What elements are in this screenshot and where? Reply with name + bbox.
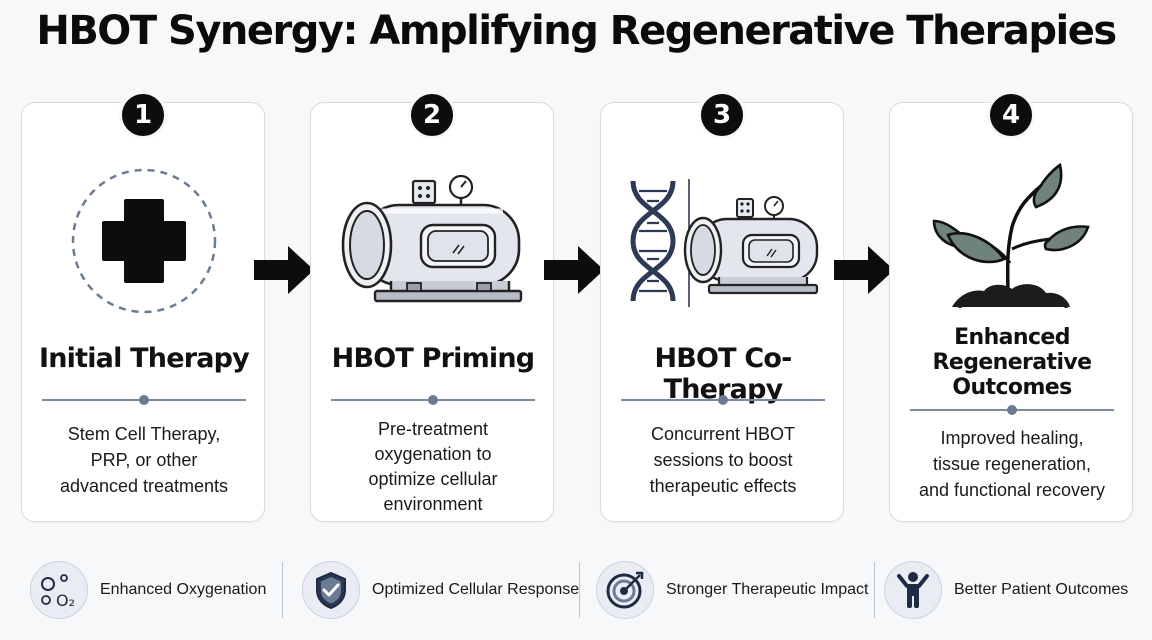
oxygen-symbol-text: O₂ bbox=[56, 591, 75, 610]
page-title: HBOT Synergy: Amplifying Regenerative Th… bbox=[36, 8, 1117, 54]
benefit-separator bbox=[579, 562, 580, 618]
step-divider bbox=[331, 395, 535, 405]
step-title: HBOT Priming bbox=[331, 343, 535, 374]
step-number-badge: 1 bbox=[119, 91, 167, 139]
benefit-label: Optimized Cellular Response bbox=[372, 581, 580, 598]
benefit-item: Better Patient Outcomes bbox=[884, 558, 1128, 622]
flow-arrow-icon bbox=[834, 246, 894, 294]
benefit-separator bbox=[282, 562, 283, 618]
sprouting-plant-icon bbox=[932, 163, 1090, 308]
step-divider bbox=[621, 395, 825, 405]
benefit-item: Stronger Therapeutic Impact bbox=[596, 558, 868, 622]
benefit-item: O₂ Enhanced Oxygenation bbox=[30, 558, 266, 622]
benefit-item: Optimized Cellular Response bbox=[302, 558, 579, 622]
step-card-4: 4 Enhanced Regenerative Outcomes Improve… bbox=[889, 91, 1133, 522]
medical-cross-icon bbox=[71, 168, 217, 314]
benefit-label: Better Patient Outcomes bbox=[954, 581, 1129, 598]
step-number-badge: 3 bbox=[698, 91, 746, 139]
step-description: Stem Cell Therapy, PRP, or other advance… bbox=[59, 424, 229, 496]
step-description: Improved healing, tissue regeneration, a… bbox=[918, 428, 1106, 500]
step-card-1: 1 Initial Therapy Stem Cell Therapy, PRP… bbox=[21, 91, 265, 522]
step-card-2: 2 HBOT Priming Pre-treatment oxygenation… bbox=[310, 91, 554, 522]
step-divider bbox=[42, 395, 246, 405]
step-number-badge: 2 bbox=[408, 91, 456, 139]
step-title: Initial Therapy bbox=[39, 343, 250, 374]
benefit-label: Enhanced Oxygenation bbox=[100, 581, 267, 598]
shield-check-icon bbox=[302, 561, 360, 619]
flow-arrow-icon bbox=[544, 246, 604, 294]
step-title: Enhanced Regenerative Outcomes bbox=[932, 325, 1093, 400]
hyperbaric-chamber-icon bbox=[341, 174, 523, 303]
target-arrow-icon bbox=[596, 561, 654, 619]
benefit-separator bbox=[874, 562, 875, 618]
step-description: Concurrent HBOT sessions to boost therap… bbox=[649, 424, 797, 496]
step-description: Pre-treatment oxygenation to optimize ce… bbox=[368, 419, 498, 514]
step-divider bbox=[910, 405, 1114, 415]
step-card-3: 3 HBOT Co-Therapy Concurrent HBOT sessio… bbox=[600, 91, 844, 522]
person-cheering-icon bbox=[884, 561, 942, 619]
flow-arrow-icon bbox=[254, 246, 314, 294]
oxygen-bubbles-icon: O₂ bbox=[30, 561, 88, 619]
dna-and-chamber-icon bbox=[630, 179, 819, 307]
step-number-badge: 4 bbox=[987, 91, 1035, 139]
benefit-label: Stronger Therapeutic Impact bbox=[666, 581, 869, 598]
